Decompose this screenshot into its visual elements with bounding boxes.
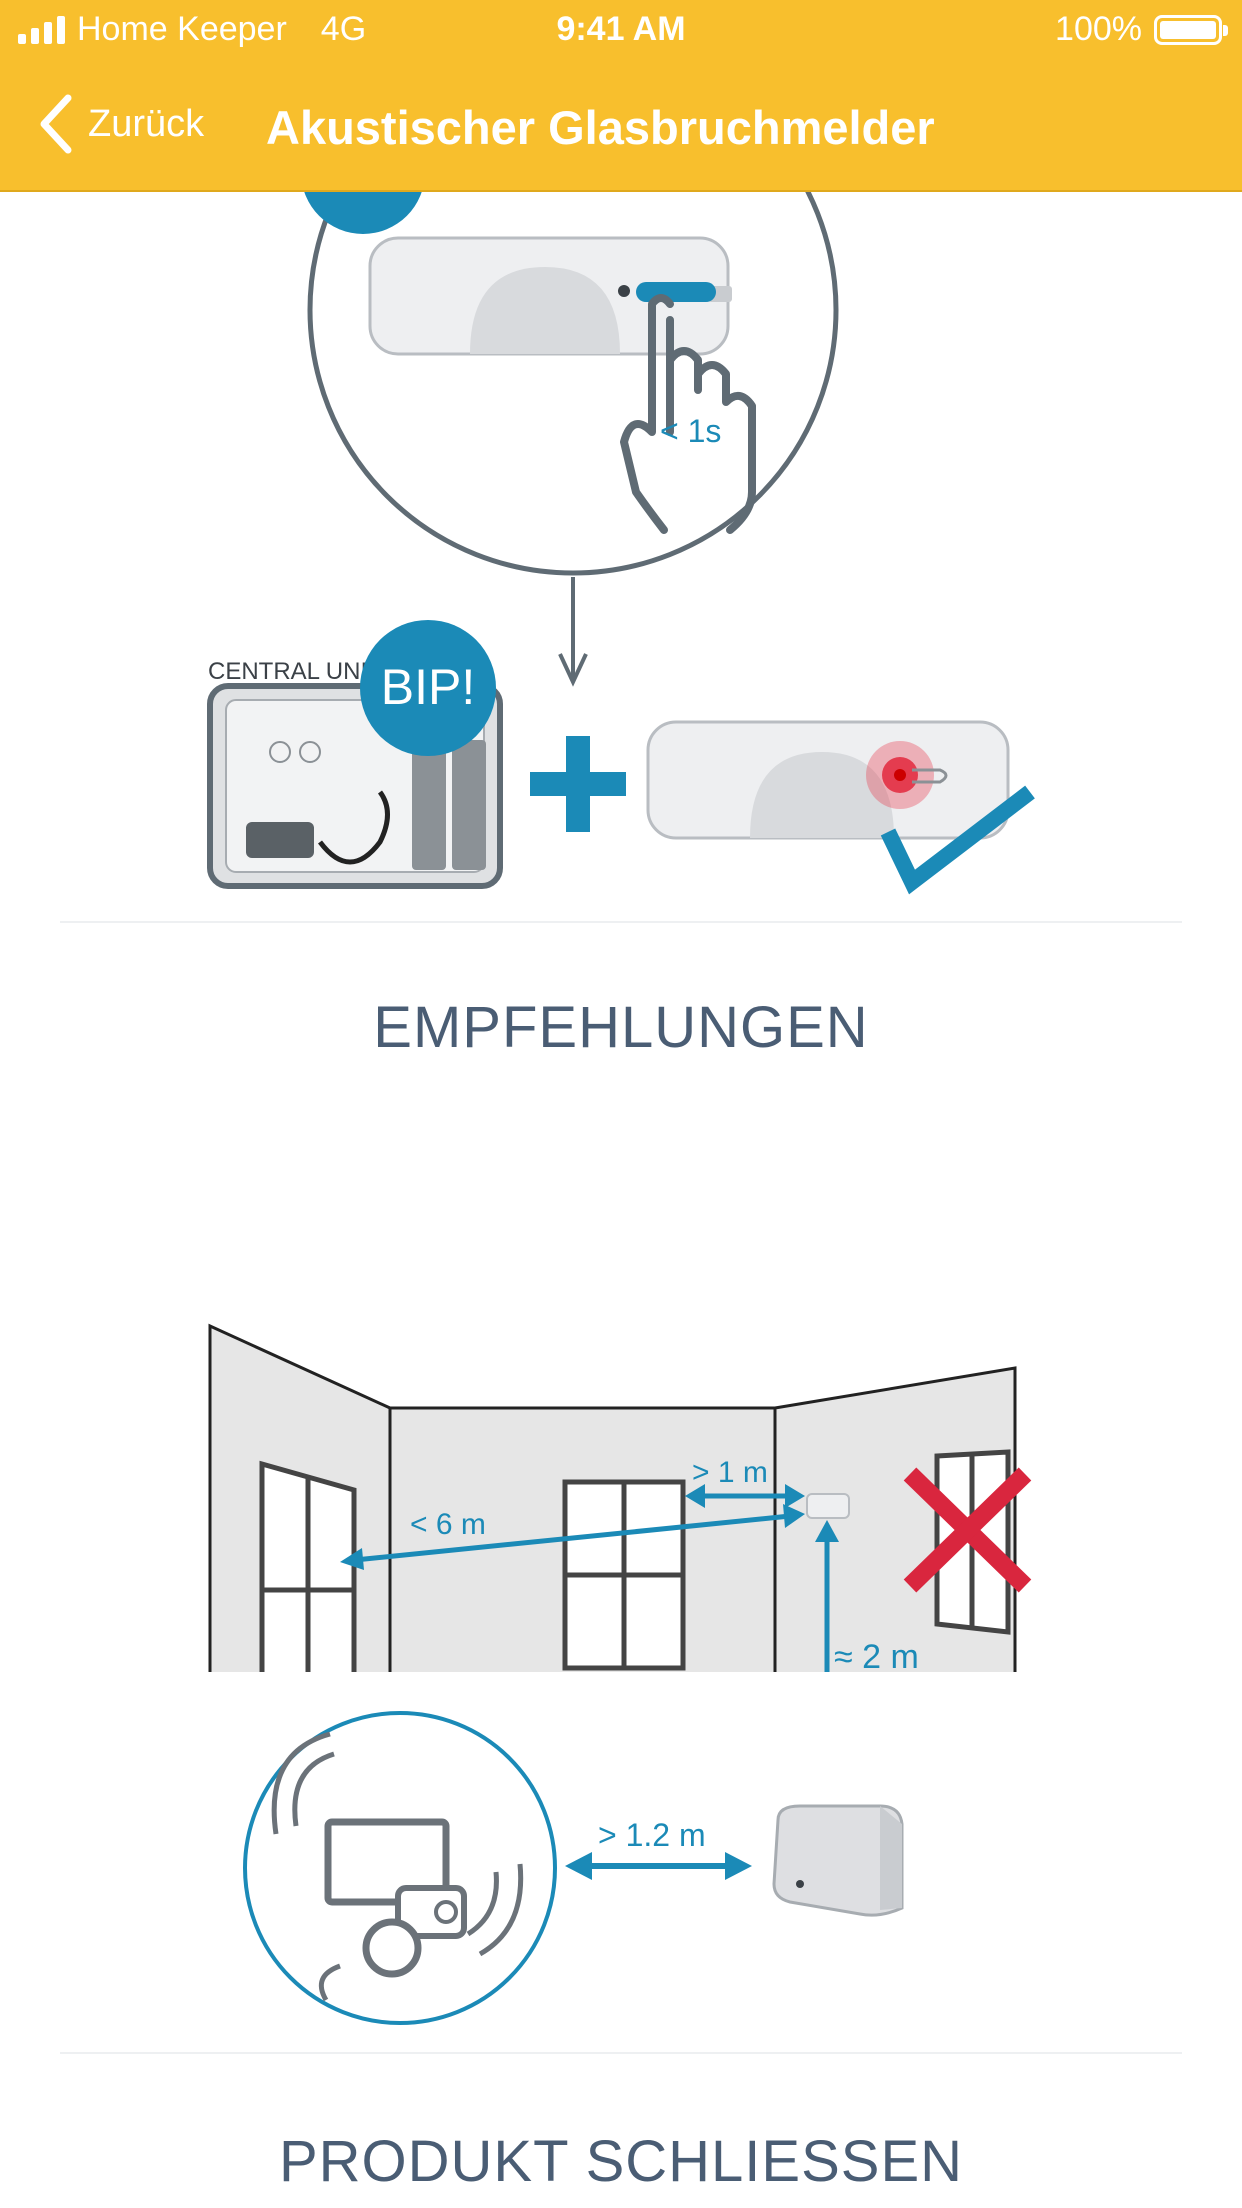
divider [60,921,1182,923]
detector-side-view [772,1804,904,1917]
back-label: Zurück [88,102,205,145]
navigation-bar: Zurück Akustischer Glasbruchmelder [0,62,1242,190]
noise-sources-icon [271,1731,524,2002]
noise-distance-illustration: > 1.2 m [243,1711,904,2025]
battery-percent: 100% [1055,10,1142,48]
close-product-heading: PRODUKT SCHLIESSEN [278,2129,964,2194]
max-distance-label: < 6 m [410,1508,486,1541]
height-label: ≈ 2 m [834,1638,919,1672]
corner-distance-label: > 1 m [692,1456,768,1489]
signal-icon [18,15,65,44]
noise-distance-label: > 1.2 m [598,1817,706,1853]
network-type: 4G [320,10,367,48]
hand-press-icon [620,294,756,534]
central-unit-label: CENTRAL UNIT [208,658,382,685]
app-header: Home Keeper 4G 9:41 AM 100% Zurück Akust… [0,0,1242,192]
press-button-circle: < 1s [304,192,839,576]
double-arrow [565,1852,752,1880]
status-bar: Home Keeper 4G 9:41 AM 100% [0,0,1242,62]
plus-icon [530,736,626,832]
status-left: Home Keeper 4G [18,10,366,49]
down-arrow [558,577,588,687]
middle-window [562,1479,686,1671]
room-placement-illustration: < 6 m > 1 m ≈ 2 m [208,1323,1032,1672]
page-title: Akustischer Glasbruchmelder [266,101,935,154]
checkmark-icon [880,785,1035,895]
press-duration-label: < 1s [660,413,721,449]
cross-icon [903,1467,1032,1593]
battery-icon [1154,14,1228,45]
detector-on-wall [806,1493,850,1519]
pairing-illustration: < 1s CENTRAL UNIT BIP! [207,192,1035,895]
distance-arrows [340,1484,839,1672]
carrier-name: Home Keeper [77,10,287,48]
recommendations-heading: EMPFEHLUNGEN [373,995,869,1060]
back-chevron-icon [40,94,72,154]
beep-label: BIP! [381,659,475,715]
instruction-content: < 1s CENTRAL UNIT BIP! [0,192,1242,2208]
beep-badge: BIP! [360,620,496,756]
detector-confirmed [646,720,1035,895]
back-button[interactable]: Zurück [36,92,204,156]
status-time: 9:41 AM [556,10,686,48]
left-window [259,1460,357,1672]
divider [60,2052,1182,2054]
status-right: 100% [1055,10,1228,49]
